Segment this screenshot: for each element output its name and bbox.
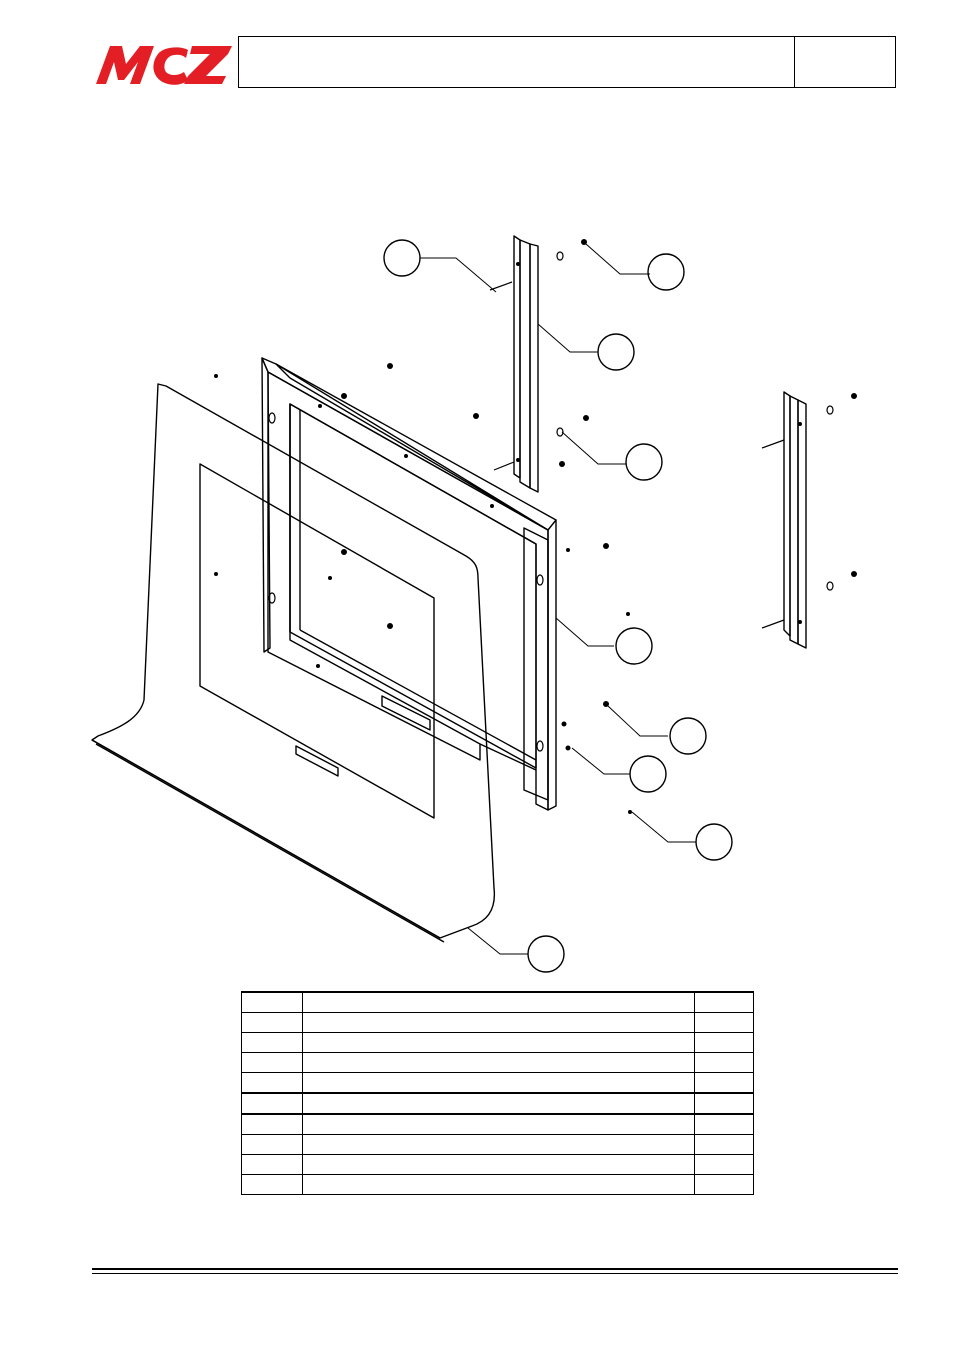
table-cell <box>241 1134 303 1155</box>
parts-table <box>241 991 754 1195</box>
table-cell <box>694 1154 754 1175</box>
table-cell <box>694 1032 754 1053</box>
front-cover <box>91 383 496 943</box>
bracket-right <box>783 391 807 649</box>
bracket-upper <box>513 235 539 493</box>
table-cell <box>694 1134 754 1155</box>
table-row <box>241 1032 754 1053</box>
table-cell <box>694 1092 754 1115</box>
document-title <box>239 37 795 87</box>
header-title-box <box>238 36 896 88</box>
table-cell <box>302 1134 695 1155</box>
table-cell <box>694 1113 754 1135</box>
table-row <box>241 1174 754 1195</box>
table-cell <box>241 1174 303 1195</box>
table-cell <box>302 1012 695 1033</box>
table-cell <box>302 1032 695 1053</box>
table-cell <box>241 1113 303 1135</box>
mcz-logo <box>96 46 232 85</box>
inner-frame <box>261 357 557 811</box>
table-cell <box>302 1072 695 1094</box>
table-cell <box>302 1154 695 1175</box>
table-cell <box>241 1052 303 1073</box>
table-cell <box>302 1113 695 1135</box>
document-code <box>795 37 895 87</box>
exploded-view-drawing <box>91 235 857 973</box>
table-cell <box>241 1012 303 1033</box>
table-row <box>241 1134 754 1155</box>
table-row <box>241 1092 754 1115</box>
table-row <box>241 1052 754 1073</box>
table-row <box>241 1154 754 1175</box>
table-cell <box>694 1174 754 1195</box>
table-cell <box>302 1092 695 1115</box>
table-cell <box>241 1092 303 1115</box>
table-row <box>241 991 754 1013</box>
footer-rule-thick <box>92 1268 898 1270</box>
table-cell <box>241 1032 303 1053</box>
table-cell <box>694 1052 754 1073</box>
table-cell <box>241 1154 303 1175</box>
table-cell <box>694 991 754 1013</box>
table-cell <box>302 1052 695 1073</box>
table-cell <box>302 991 695 1013</box>
table-cell <box>241 991 303 1013</box>
table-row <box>241 1012 754 1033</box>
table-cell <box>302 1174 695 1195</box>
table-cell <box>694 1072 754 1094</box>
table-row <box>241 1113 754 1135</box>
footer-rule-thin <box>92 1273 898 1274</box>
table-row <box>241 1072 754 1094</box>
table-cell <box>694 1012 754 1033</box>
table-cell <box>241 1072 303 1094</box>
